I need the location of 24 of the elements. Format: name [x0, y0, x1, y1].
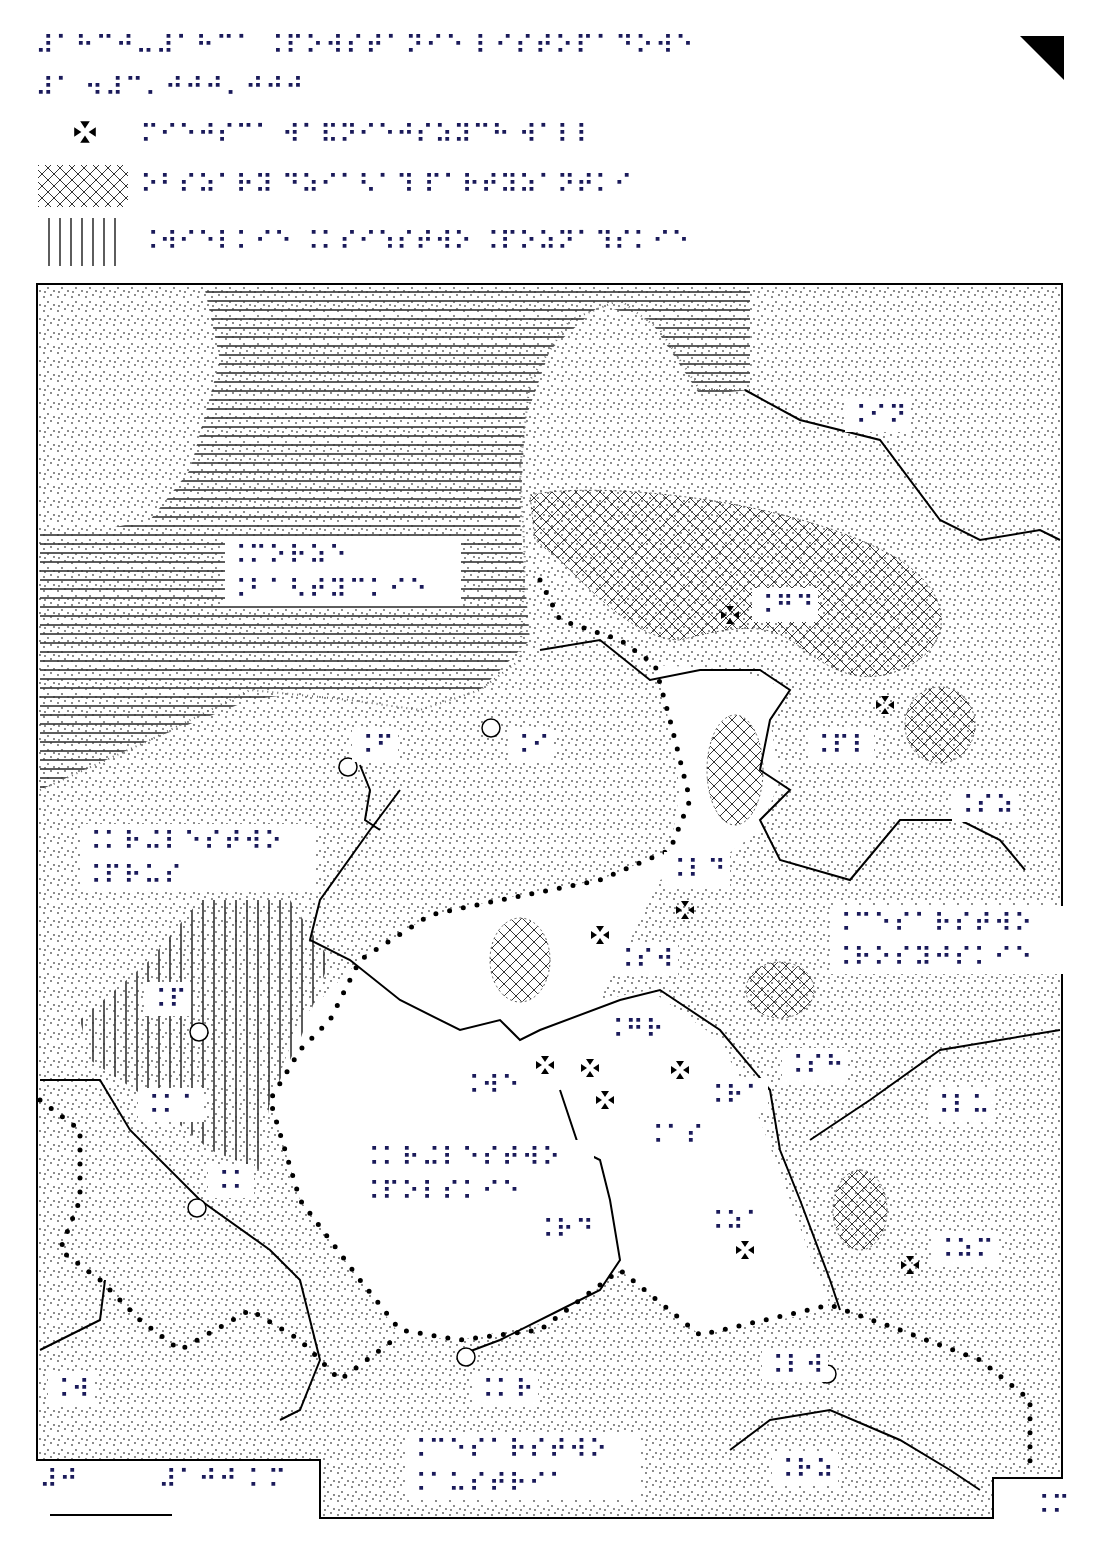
legend-text: ⠍⠊⠑⠚⠎⠉⠁ ⠺⠁⠯⠝⠊⠑⠚⠎⠵⠽⠉⠓ ⠺⠁⠇⠇	[140, 118, 595, 151]
region-label: ⠨⠅⠗⠬⠇⠑⠎⠞⠺⠕ ⠨⠏⠗⠥⠎	[80, 824, 316, 892]
map-label: ⠨⠅⠁	[138, 1088, 205, 1122]
map-label: ⠨⠵⠍	[932, 1232, 999, 1266]
region-label: ⠨⠍⠕⠗⠵⠑ ⠨⠃⠁⠣⠞⠽⠉⠅⠊⠑	[225, 538, 461, 606]
map-label: ⠨⠗⠵	[772, 1452, 839, 1486]
legend-text: ⠕⠃⠎⠵⠁⠗⠽ ⠙⠵⠊⠁⠣⠁⠹ ⠏⠁⠗⠞⠽⠵⠁⠝⠞⠅⠊	[140, 168, 633, 201]
map-label: ⠨⠎⠓	[782, 1048, 849, 1082]
map-label: ⠨⠊	[508, 728, 555, 762]
map-label: ⠨⠎⠵	[952, 788, 1019, 822]
map-label: ⠨⠺	[48, 1372, 95, 1406]
map-label: ⠨⠇⠙	[664, 852, 731, 886]
region-label: ⠨⠉⠑⠎⠁⠗⠎⠞⠺⠕ ⠨⠗⠕⠎⠽⠚⠎⠅⠊⠑	[830, 906, 1066, 974]
map-label: ⠨⠅⠗	[472, 1372, 539, 1406]
map-label: ⠨⠊⠝	[845, 398, 912, 432]
map-label: ⠨⠛⠙	[752, 588, 819, 622]
map-label: ⠨⠏	[145, 982, 192, 1016]
map-label: ⠨⠇⠥	[928, 1088, 995, 1122]
map-label: ⠨⠇⠺	[762, 1348, 829, 1382]
map-label: ⠨⠋	[352, 728, 399, 762]
region-label: ⠨⠉⠑⠎⠁⠗⠎⠞⠺⠕ ⠨⠁⠥⠎⠞⠗⠊⠁	[405, 1432, 641, 1500]
legend-text: ⠨⠺⠊⠑⠇⠅⠊⠑ ⠨⠅⠎⠊⠱⠎⠞⠺⠕ ⠨⠏⠕⠵⠝⠁⠹⠎⠅⠊⠑	[140, 225, 690, 258]
map-label: ⠨⠏⠇	[808, 728, 875, 762]
map-label: ⠨⠅	[208, 1164, 255, 1198]
